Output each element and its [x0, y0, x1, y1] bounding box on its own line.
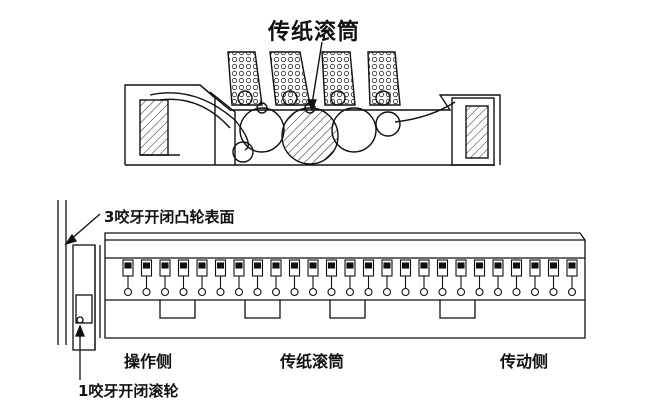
- feeder-body: [124, 84, 216, 165]
- gripper-unit: [177, 259, 190, 297]
- gripper-roller: [76, 316, 84, 324]
- bracket-1: [159, 300, 196, 319]
- gripper-row: [122, 259, 578, 297]
- title-arrow: [306, 41, 323, 112]
- gripper-unit: [251, 259, 264, 297]
- delivery-chain: [394, 101, 456, 123]
- gripper-unit: [381, 259, 393, 297]
- cam-surface-label: 3咬牙开闭凸轮表面: [104, 208, 235, 226]
- feed-roller: [232, 141, 254, 163]
- gripper-unit: [344, 259, 356, 297]
- impression-cylinder-1: [239, 107, 285, 153]
- cylinder-body: [104, 232, 586, 339]
- main-frame: [199, 84, 501, 165]
- ink-unit-4: [367, 51, 401, 106]
- gripper-unit: [547, 259, 560, 297]
- gripper-unit: [566, 259, 578, 297]
- gripper-unit: [233, 259, 245, 297]
- gripper-unit: [418, 259, 430, 297]
- gripper-unit: [325, 259, 338, 297]
- gripper-unit: [492, 259, 504, 297]
- gripper-unit: [122, 259, 134, 297]
- gripper-unit: [473, 259, 486, 297]
- gripper-unit: [436, 259, 449, 297]
- transfer-cylinder-top: [281, 107, 339, 165]
- roller-bracket: [75, 294, 93, 324]
- ink-unit-3: [321, 51, 356, 106]
- diagram-title: 传纸滚筒: [268, 20, 361, 45]
- gripper-unit: [214, 259, 227, 297]
- delivery-cylinder: [375, 111, 401, 137]
- roller-arrow: [75, 324, 85, 380]
- feeder-pile: [139, 99, 169, 156]
- gripper-unit: [270, 259, 282, 297]
- press-machine: [124, 51, 501, 166]
- gripper-unit: [455, 259, 467, 297]
- drive-side-label: 传动侧: [500, 352, 549, 371]
- gripper-unit: [159, 259, 171, 297]
- bracket-4: [439, 300, 476, 319]
- transfer-cylinder-label: 传纸滚筒: [280, 352, 345, 371]
- ink-unit-1: [227, 51, 263, 106]
- ink-unit-2: [269, 51, 311, 106]
- gripper-roller-label: 1咬牙开闭滚轮: [78, 382, 179, 400]
- gripper-unit: [362, 259, 375, 297]
- impression-cylinder-2: [331, 107, 377, 153]
- gripper-unit: [307, 259, 319, 297]
- delivery-unit: [451, 97, 495, 166]
- cam-arrow: [64, 213, 101, 246]
- bracket-2: [244, 300, 281, 319]
- gripper-unit: [399, 259, 412, 297]
- gripper-unit: [196, 259, 208, 297]
- cylinder-front-view: [57, 200, 586, 351]
- operator-side-label: 操作侧: [124, 352, 173, 371]
- bracket-3: [329, 300, 366, 319]
- gripper-unit: [288, 259, 301, 297]
- gripper-unit: [529, 259, 541, 297]
- gripper-unit: [510, 259, 523, 297]
- gripper-unit: [140, 259, 153, 297]
